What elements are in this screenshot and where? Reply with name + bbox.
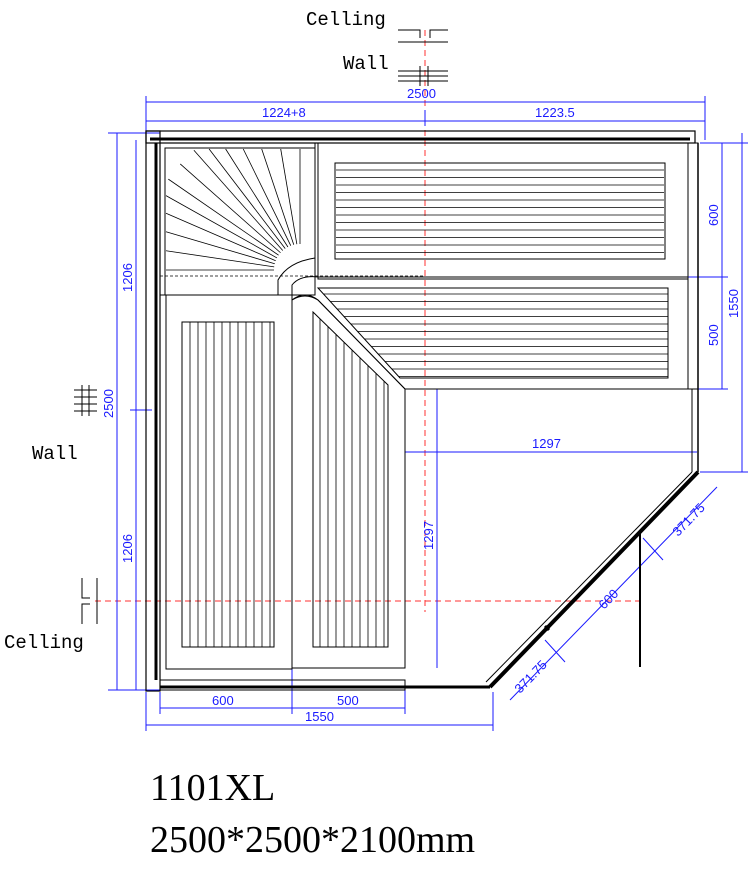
dim-left-upper: 1206 [120,263,135,292]
inner-dimension-lines [405,389,697,668]
dim-bottom-left: 600 [212,693,234,708]
dim-inner-horizontal: 1297 [532,436,561,451]
lower-right-bench-slats [323,293,668,377]
dim-diagonal-upper: 371.75 [669,500,707,539]
corner-bench [159,142,316,296]
dim-left-total: 2500 [101,389,116,418]
radial-slat [165,231,275,265]
dim-right-upper: 600 [706,204,721,226]
dim-top-left: 1224+8 [262,105,306,120]
dim-top-right: 1223.5 [535,105,575,120]
dim-right-mid: 500 [706,324,721,346]
middle-bench [160,275,425,669]
radial-slat [225,148,289,248]
diagonal-dimension-lines [509,486,718,701]
radial-slat [168,178,279,256]
corner-bench-slats [165,148,301,271]
radial-slat [165,195,278,259]
radial-slat [165,212,276,262]
dim-inner-vertical: 1297 [421,521,436,550]
wall-marker-left [74,385,97,416]
wall-label-left: Wall [32,443,78,465]
right-dimension-lines [680,133,748,473]
radial-slat [261,148,295,245]
middle-bench-slats [319,318,385,647]
ceiling-marker-top [398,29,448,43]
wall-label-top: Wall [343,53,389,75]
dim-bottom-total: 1550 [305,709,334,724]
ceiling-marker-left [81,578,98,624]
left-bench-slats [189,322,271,647]
dim-top-total: 2500 [407,86,436,101]
radial-slat [242,148,292,246]
upper-bench [317,142,689,280]
radial-slat [165,250,275,268]
radial-slat [193,149,284,251]
dim-bottom-mid: 500 [337,693,359,708]
dim-diagonal-lower: 371.75 [511,657,549,696]
ceiling-label-top: Celling [306,9,386,31]
upper-bench-slats [336,169,664,253]
lower-right-bench [291,276,689,390]
wall-marker-top [398,66,448,86]
radial-slat [179,163,281,254]
size-caption: 2500*2500*2100mm [150,819,475,861]
dim-left-lower: 1206 [120,534,135,563]
ceiling-label-left: Celling [4,632,84,654]
radial-slat [280,148,298,245]
outer-walls [145,130,700,692]
left-dimension-lines [108,132,160,691]
model-caption: 1101XL [150,767,275,809]
radial-slat [208,148,286,249]
dim-right-total: 1550 [726,289,741,318]
left-bench [165,294,293,670]
